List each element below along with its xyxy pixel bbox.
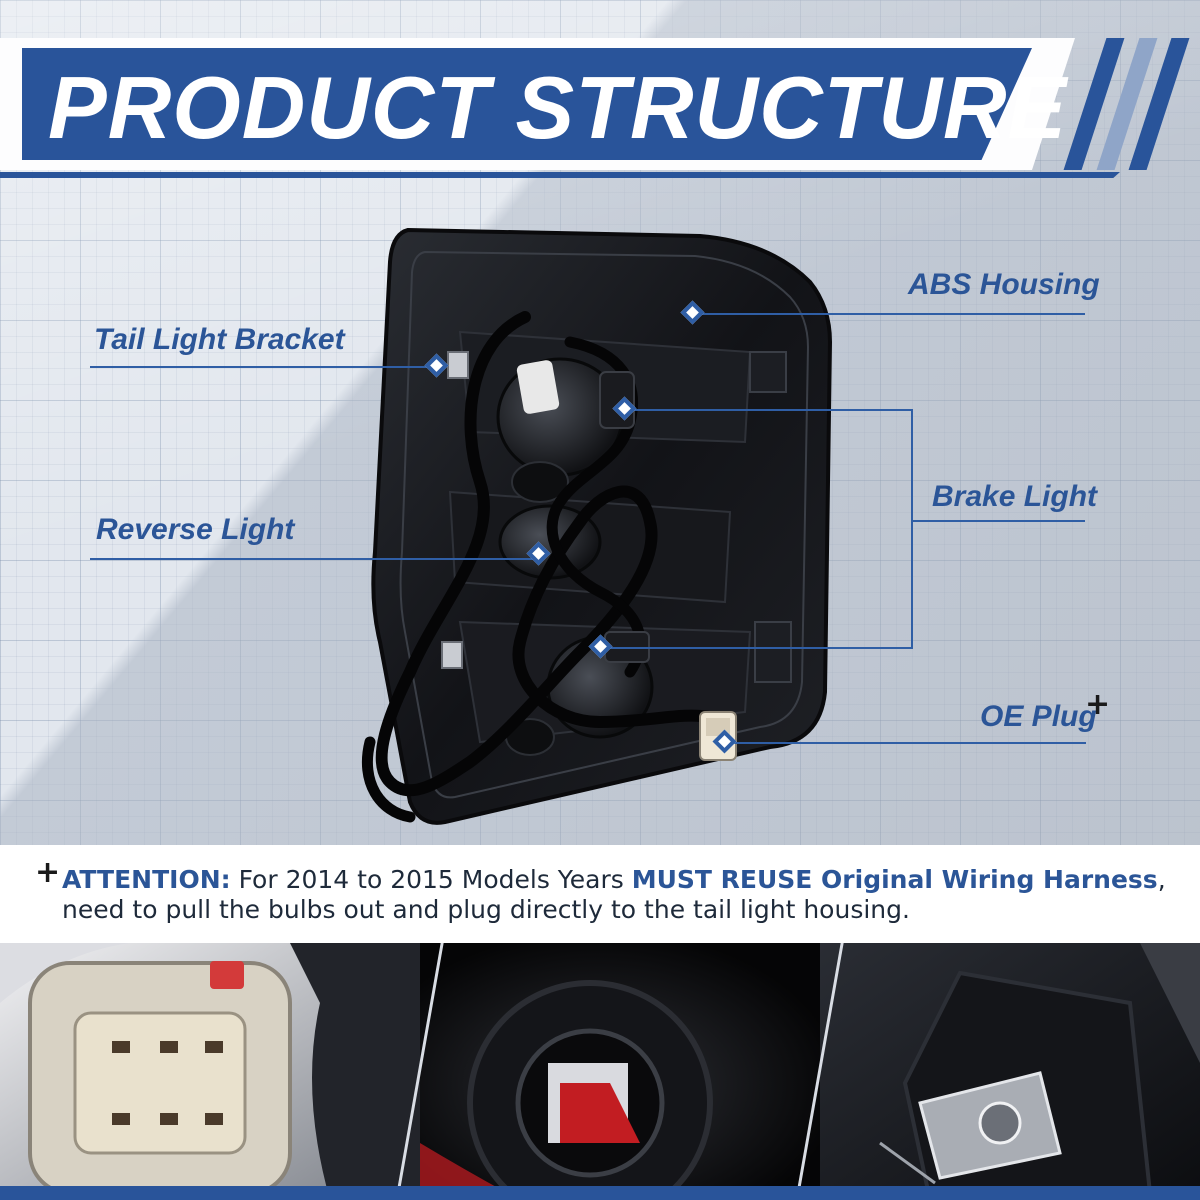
- tail-light-illustration: [361, 227, 833, 825]
- attention-label: ATTENTION:: [62, 865, 231, 894]
- detail-photo-strip: [0, 943, 1200, 1200]
- abs-housing-label: ABS Housing: [908, 268, 1100, 301]
- plus-icon: +: [35, 855, 61, 890]
- plus-icon: +: [1085, 687, 1111, 722]
- brake-light-leader-bottom: [603, 647, 913, 649]
- brake-light-leader-vertical: [911, 409, 913, 649]
- reverse-light-label: Reverse Light: [96, 513, 295, 546]
- brake-light-leader-top: [627, 409, 913, 411]
- title-banner-fill: [22, 48, 1032, 160]
- title-underline: [0, 172, 1120, 178]
- attention-text-1: For 2014 to 2015 Models Years: [230, 865, 632, 894]
- abs-housing-leader: [700, 313, 1085, 315]
- brake-light-leader-out: [911, 520, 1085, 522]
- attention-panel: [0, 845, 1200, 943]
- brake-light-label: Brake Light: [932, 480, 1098, 513]
- oe-plug-label: OE Plug: [980, 700, 1097, 733]
- tail-light-bracket-leader: [90, 366, 440, 368]
- detail-photos: [0, 943, 1200, 1200]
- oe-plug-leader: [726, 742, 1086, 744]
- attention-note: ATTENTION: For 2014 to 2015 Models Years…: [62, 865, 1172, 925]
- reverse-light-leader: [90, 558, 540, 560]
- attention-text-2: , need to pull the bulbs out and plug di…: [62, 865, 1166, 924]
- tail-light-bracket-label: Tail Light Bracket: [94, 323, 345, 356]
- bottom-accent-bar: [0, 1186, 1200, 1200]
- attention-highlight: MUST REUSE Original Wiring Harness: [631, 865, 1158, 894]
- page-title: PRODUCT STRUCTURE: [48, 58, 1068, 157]
